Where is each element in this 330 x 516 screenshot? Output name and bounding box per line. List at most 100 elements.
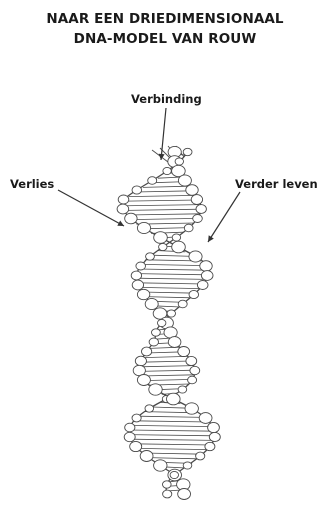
backbone-node xyxy=(149,384,162,395)
backbone-node xyxy=(186,185,198,196)
base-pair-rung xyxy=(139,269,207,270)
backbone-node xyxy=(208,422,220,432)
backbone-node xyxy=(158,319,166,326)
base-pair-rung xyxy=(131,425,213,426)
backbone-node xyxy=(184,224,193,232)
backbone-node xyxy=(205,442,215,450)
backbone-node xyxy=(185,403,198,414)
backbone-node xyxy=(163,167,171,174)
backbone-node xyxy=(137,289,149,299)
backbone-node xyxy=(190,366,200,374)
backbone-node xyxy=(186,356,197,365)
backbone-node xyxy=(125,213,137,224)
backbone-node xyxy=(163,490,172,498)
backbone-node xyxy=(145,298,158,309)
backbone-node xyxy=(124,432,135,441)
base-pair-rung xyxy=(152,407,189,408)
base-pair-rung xyxy=(131,439,215,440)
base-pair-rung xyxy=(143,356,188,357)
backbone-node xyxy=(118,195,129,204)
arrow-verder-leven xyxy=(208,192,240,242)
base-pair-rung xyxy=(139,370,194,371)
backbone-node xyxy=(135,356,146,366)
base-pair-rung xyxy=(129,195,195,196)
label-verlies: Verlies xyxy=(10,177,54,191)
backbone-node xyxy=(172,234,180,241)
backbone-node xyxy=(178,489,191,500)
base-pair-rung xyxy=(131,218,198,219)
arrow-verbinding xyxy=(159,108,166,160)
backbone-node xyxy=(149,338,158,346)
backbone-node xyxy=(175,158,183,165)
backbone-node xyxy=(130,441,142,451)
backbone-node xyxy=(140,451,153,462)
backbone-node xyxy=(137,375,150,386)
base-pair-rung xyxy=(129,430,214,431)
base-pair-rung xyxy=(143,186,189,187)
backbone-node xyxy=(132,414,141,422)
base-pair-rung xyxy=(139,416,204,417)
backbone-node xyxy=(154,232,168,244)
base-pair-rung xyxy=(149,458,199,459)
base-pair-rung xyxy=(129,435,215,436)
arrow-verlies xyxy=(58,190,124,226)
base-pair-rung xyxy=(123,200,197,201)
backbone-node xyxy=(125,423,135,432)
backbone-node xyxy=(209,432,220,441)
base-pair-rung xyxy=(121,205,201,206)
base-pair-rung xyxy=(123,209,201,210)
base-pair-rung xyxy=(136,278,206,279)
backbone-node xyxy=(196,205,206,214)
backbone-node xyxy=(183,148,192,155)
backbone-node xyxy=(189,251,202,262)
backbone-node xyxy=(189,290,199,298)
backbone-node xyxy=(168,337,181,348)
label-verbinding: Verbinding xyxy=(131,92,202,106)
backbone-node xyxy=(200,261,212,272)
backbone-node xyxy=(117,204,129,214)
backbone-node xyxy=(199,413,212,424)
backbone-node xyxy=(137,222,150,233)
backbone-node xyxy=(178,347,190,357)
backbone-node xyxy=(163,481,172,488)
backbone-node xyxy=(170,471,178,478)
base-pair-rung xyxy=(141,361,191,362)
backbone-node xyxy=(154,460,167,471)
base-pair-rung xyxy=(133,444,212,445)
backbone-node xyxy=(145,405,154,412)
backbone-node xyxy=(191,195,202,205)
label-verder-leven: Verder leven xyxy=(235,177,318,191)
backbone-node xyxy=(146,253,155,260)
backbone-node xyxy=(132,186,142,194)
base-pair-rung xyxy=(145,297,191,298)
backbone-node xyxy=(136,262,146,270)
base-pair-rung xyxy=(134,421,209,422)
base-pair-rung xyxy=(152,255,194,256)
backbone-node xyxy=(188,376,197,384)
backbone-node xyxy=(159,243,167,250)
backbone-node xyxy=(142,347,152,356)
base-pair-rung xyxy=(137,283,204,284)
backbone-node xyxy=(178,175,191,186)
base-pair-rung xyxy=(139,287,201,288)
base-pair-rung xyxy=(136,191,193,192)
base-pair-rung xyxy=(126,214,200,215)
base-pair-rung xyxy=(140,366,194,367)
backbone-node xyxy=(201,271,213,281)
backbone-node xyxy=(172,241,186,253)
backbone-node xyxy=(167,310,175,317)
backbone-node xyxy=(152,329,161,336)
base-pair-rung xyxy=(138,448,209,449)
base-pair-rung xyxy=(137,274,208,275)
backbone-node xyxy=(131,271,141,280)
backbone-node xyxy=(193,215,203,223)
backbone-node xyxy=(196,452,205,460)
backbone-node xyxy=(167,393,181,405)
label-arrows xyxy=(58,108,240,242)
backbone-node xyxy=(197,281,208,290)
base-pair-rung xyxy=(142,264,205,265)
backbone-node xyxy=(178,386,187,393)
backbone-node xyxy=(148,177,157,185)
backbone-node xyxy=(183,462,192,469)
